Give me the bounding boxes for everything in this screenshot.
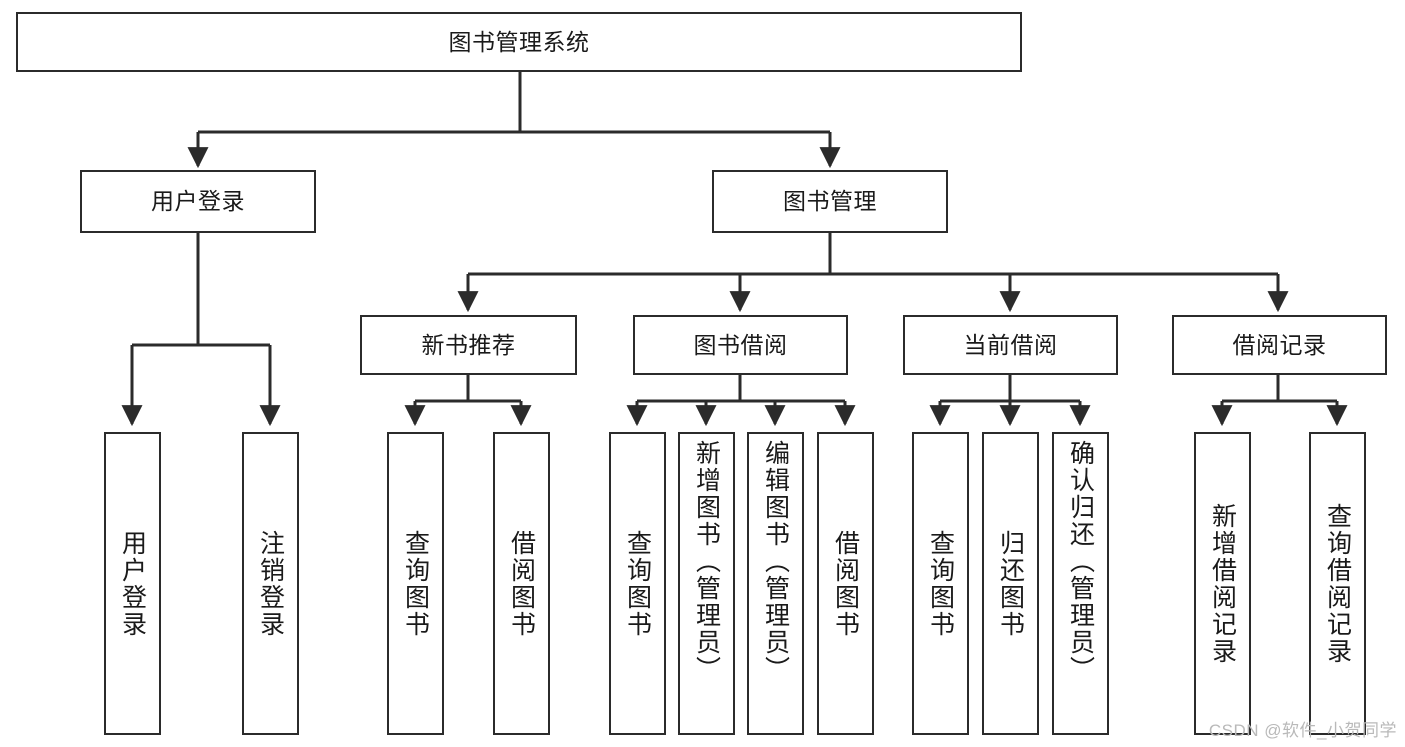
node-label: 查询图书 xyxy=(401,529,430,638)
node-label: 图书借阅 xyxy=(693,331,788,358)
node-label: 归还图书 xyxy=(996,529,1025,638)
node-label: 借阅图书 xyxy=(507,529,536,638)
leaf-borrow-books-recommend[interactable]: 借阅图书 xyxy=(493,432,550,735)
node-label: 新增图书（管理员） xyxy=(692,440,721,683)
node-label: 编辑图书（管理员） xyxy=(761,440,790,683)
watermark-text: CSDN @软件_小贺同学 xyxy=(1208,721,1397,740)
leaf-logout[interactable]: 注销登录 xyxy=(242,432,299,735)
leaf-user-login[interactable]: 用户登录 xyxy=(104,432,161,735)
node-label: 查询借阅记录 xyxy=(1323,502,1352,665)
leaf-query-books-current[interactable]: 查询图书 xyxy=(912,432,969,735)
node-new-book-recommendation[interactable]: 新书推荐 xyxy=(360,315,577,375)
node-label: 图书管理系统 xyxy=(448,28,590,55)
leaf-query-books-borrow[interactable]: 查询图书 xyxy=(609,432,666,735)
leaf-query-books-recommend[interactable]: 查询图书 xyxy=(387,432,444,735)
node-label: 用户登录 xyxy=(151,188,245,215)
node-current-borrowing[interactable]: 当前借阅 xyxy=(903,315,1118,375)
leaf-add-borrow-record[interactable]: 新增借阅记录 xyxy=(1194,432,1251,735)
leaf-add-book-admin[interactable]: 新增图书（管理员） xyxy=(678,432,735,735)
node-label: 借阅图书 xyxy=(831,529,860,638)
node-root-book-management-system[interactable]: 图书管理系统 xyxy=(16,12,1022,72)
node-label: 注销登录 xyxy=(256,529,285,638)
node-book-management[interactable]: 图书管理 xyxy=(712,170,948,233)
leaf-confirm-return-admin[interactable]: 确认归还（管理员） xyxy=(1052,432,1109,735)
node-label: 用户登录 xyxy=(118,529,147,638)
leaf-edit-book-admin[interactable]: 编辑图书（管理员） xyxy=(747,432,804,735)
node-label: 查询图书 xyxy=(623,529,652,638)
leaf-query-borrow-record[interactable]: 查询借阅记录 xyxy=(1309,432,1366,735)
node-label: 新书推荐 xyxy=(421,331,516,358)
leaf-return-books[interactable]: 归还图书 xyxy=(982,432,1039,735)
node-label: 确认归还（管理员） xyxy=(1066,440,1095,683)
node-label: 借阅记录 xyxy=(1232,331,1327,358)
node-user-login[interactable]: 用户登录 xyxy=(80,170,316,233)
leaf-borrow-books[interactable]: 借阅图书 xyxy=(817,432,874,735)
node-label: 查询图书 xyxy=(926,529,955,638)
node-borrow-records[interactable]: 借阅记录 xyxy=(1172,315,1387,375)
node-label: 当前借阅 xyxy=(963,331,1058,358)
node-book-borrowing[interactable]: 图书借阅 xyxy=(633,315,848,375)
node-label: 图书管理 xyxy=(783,188,877,215)
node-label: 新增借阅记录 xyxy=(1208,502,1237,665)
